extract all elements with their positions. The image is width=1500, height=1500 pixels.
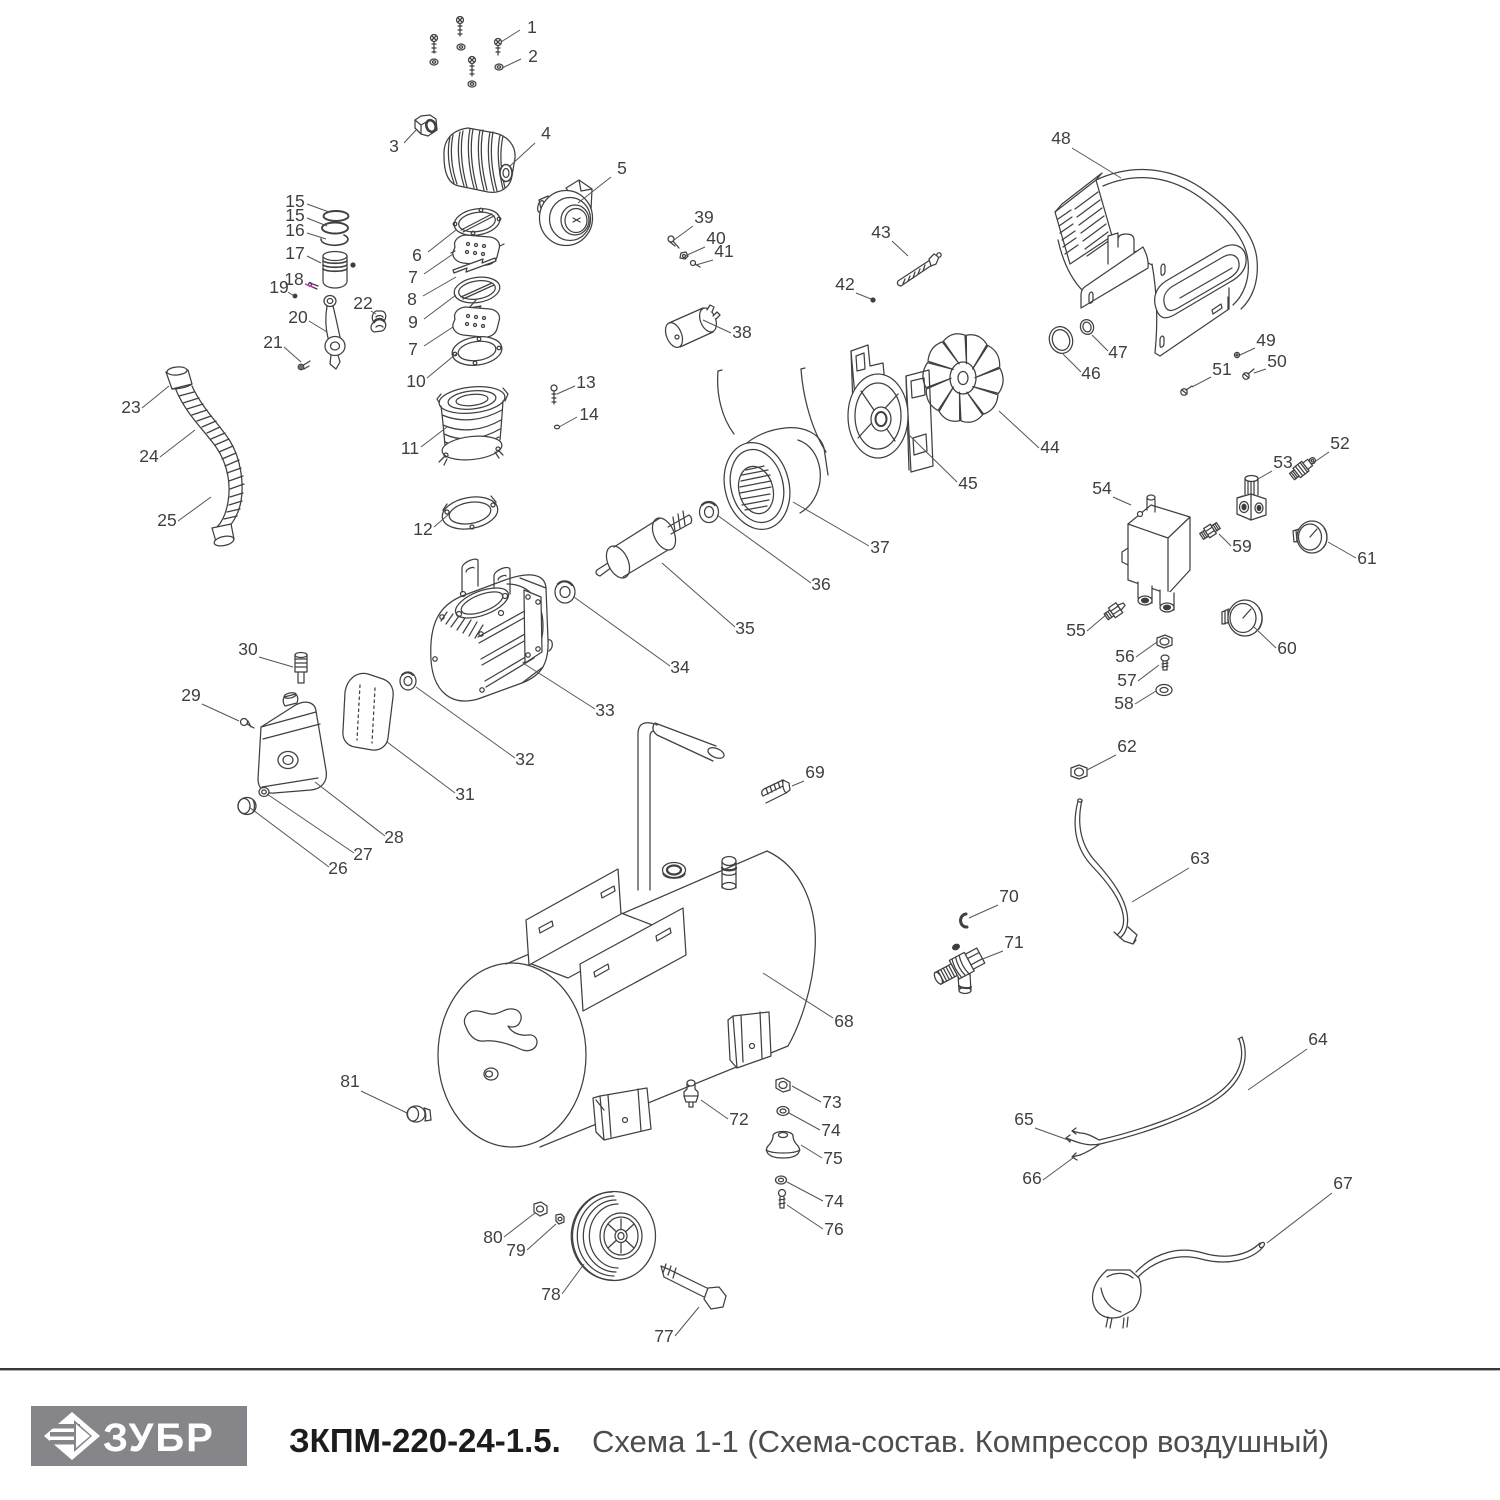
svg-text:30: 30	[238, 639, 258, 659]
svg-text:1: 1	[527, 17, 537, 37]
svg-text:41: 41	[714, 241, 733, 261]
svg-text:79: 79	[506, 1240, 525, 1260]
svg-text:50: 50	[1267, 351, 1287, 371]
svg-text:10: 10	[406, 371, 426, 391]
svg-text:7: 7	[408, 267, 418, 287]
svg-text:6: 6	[412, 245, 422, 265]
svg-text:15: 15	[285, 191, 304, 211]
svg-text:73: 73	[822, 1092, 841, 1112]
svg-text:56: 56	[1115, 646, 1134, 666]
svg-text:25: 25	[157, 510, 176, 530]
svg-text:29: 29	[181, 685, 200, 705]
svg-text:76: 76	[824, 1219, 843, 1239]
svg-text:43: 43	[871, 222, 890, 242]
svg-text:14: 14	[579, 404, 599, 424]
svg-text:24: 24	[139, 446, 159, 466]
svg-text:35: 35	[735, 618, 754, 638]
svg-text:9: 9	[408, 312, 418, 332]
svg-text:51: 51	[1212, 359, 1231, 379]
svg-text:3: 3	[389, 136, 399, 156]
svg-text:ЗУБР: ЗУБР	[103, 1416, 215, 1460]
svg-text:65: 65	[1014, 1109, 1033, 1129]
svg-text:64: 64	[1308, 1029, 1328, 1049]
svg-text:63: 63	[1190, 848, 1209, 868]
svg-text:11: 11	[401, 438, 419, 458]
svg-text:49: 49	[1256, 330, 1275, 350]
svg-text:ЗКПМ-220-24-1.5.: ЗКПМ-220-24-1.5.	[289, 1422, 561, 1459]
svg-text:17: 17	[285, 243, 304, 263]
svg-text:53: 53	[1273, 452, 1292, 472]
svg-text:37: 37	[870, 537, 889, 557]
svg-text:58: 58	[1114, 693, 1133, 713]
svg-text:72: 72	[729, 1109, 748, 1129]
svg-text:71: 71	[1004, 932, 1023, 952]
svg-text:40: 40	[706, 228, 726, 248]
svg-text:45: 45	[958, 473, 977, 493]
svg-text:52: 52	[1330, 433, 1349, 453]
svg-text:33: 33	[595, 700, 614, 720]
svg-text:31: 31	[455, 784, 474, 804]
svg-text:22: 22	[353, 293, 372, 313]
svg-text:74: 74	[824, 1191, 844, 1211]
svg-text:18: 18	[284, 269, 303, 289]
svg-text:16: 16	[285, 220, 304, 240]
svg-text:26: 26	[328, 858, 347, 878]
svg-text:80: 80	[483, 1227, 503, 1247]
svg-text:81: 81	[340, 1071, 359, 1091]
svg-text:28: 28	[384, 827, 403, 847]
svg-text:66: 66	[1022, 1168, 1041, 1188]
svg-text:38: 38	[732, 322, 751, 342]
svg-text:2: 2	[528, 46, 538, 66]
svg-text:4: 4	[541, 123, 551, 143]
svg-text:78: 78	[541, 1284, 560, 1304]
svg-text:69: 69	[805, 762, 824, 782]
svg-text:42: 42	[835, 274, 854, 294]
svg-text:23: 23	[121, 397, 140, 417]
svg-text:62: 62	[1117, 736, 1136, 756]
svg-text:68: 68	[834, 1011, 853, 1031]
svg-text:74: 74	[821, 1120, 841, 1140]
svg-text:21: 21	[263, 332, 282, 352]
svg-text:48: 48	[1051, 128, 1070, 148]
svg-text:8: 8	[407, 289, 417, 309]
svg-text:19: 19	[269, 277, 288, 297]
svg-text:46: 46	[1081, 363, 1100, 383]
svg-text:70: 70	[999, 886, 1019, 906]
svg-text:54: 54	[1092, 478, 1112, 498]
svg-text:47: 47	[1108, 342, 1127, 362]
svg-text:20: 20	[288, 307, 308, 327]
svg-text:5: 5	[617, 158, 627, 178]
svg-text:61: 61	[1357, 548, 1376, 568]
svg-text:55: 55	[1066, 620, 1085, 640]
svg-text:Схема 1-1 (Схема-состав. Компр: Схема 1-1 (Схема-состав. Компрессор возд…	[592, 1424, 1329, 1459]
svg-text:7: 7	[408, 339, 418, 359]
svg-text:13: 13	[576, 372, 595, 392]
svg-text:34: 34	[670, 657, 690, 677]
svg-text:60: 60	[1277, 638, 1297, 658]
svg-text:57: 57	[1117, 670, 1136, 690]
svg-text:67: 67	[1333, 1173, 1352, 1193]
svg-text:15: 15	[285, 205, 304, 225]
svg-text:77: 77	[654, 1326, 673, 1346]
svg-text:44: 44	[1040, 437, 1060, 457]
svg-text:39: 39	[694, 207, 713, 227]
svg-text:27: 27	[353, 844, 372, 864]
svg-text:32: 32	[515, 749, 534, 769]
svg-text:12: 12	[413, 519, 432, 539]
svg-text:36: 36	[811, 574, 830, 594]
svg-text:75: 75	[823, 1148, 842, 1168]
svg-text:59: 59	[1232, 536, 1251, 556]
